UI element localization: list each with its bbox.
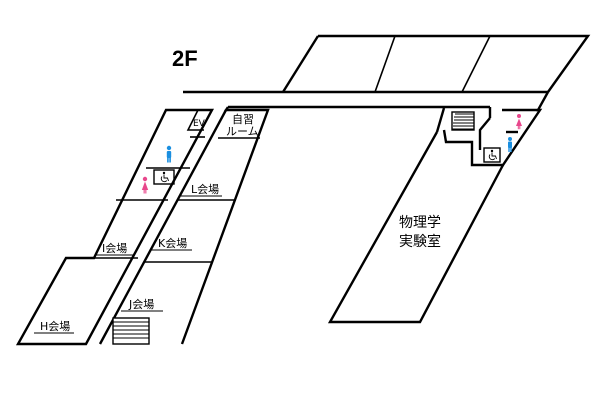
room-physics-lab-line2: 実験室 (399, 233, 441, 250)
room-physics-lab: 物理学 (399, 215, 441, 231)
accessible-restroom-icon-left (160, 171, 169, 183)
room-venue-l: L会場 (191, 183, 219, 196)
mens-restroom-icon (508, 137, 512, 152)
right-wing: 物理学 実験室 (327, 91, 550, 324)
stairs-bottom (112, 317, 150, 345)
outer-wing: EV I会場 H会場 (15, 108, 215, 346)
accessible-restroom-icon (488, 149, 497, 161)
room-venue-h: H会場 (40, 320, 70, 333)
room-venue-k: K会場 (158, 237, 187, 250)
womens-restroom-icon (516, 114, 522, 130)
room-study-line1: 自習 (232, 113, 254, 126)
mens-restroom-icon-left (166, 145, 172, 163)
top-corridor (183, 90, 548, 109)
room-study-line2: ルーム (226, 125, 259, 138)
room-venue-j: J会場 (128, 298, 154, 311)
room-ev: EV (193, 119, 206, 129)
floor-label: 2F (172, 46, 198, 71)
womens-restroom-icon-left (141, 176, 149, 194)
room-venue-i: I会場 (102, 242, 127, 255)
top-right-rooms (281, 34, 591, 93)
stairs-right (451, 111, 475, 131)
inner-wing: 自習 ルーム L会場 K会場 J会場 (98, 106, 270, 345)
